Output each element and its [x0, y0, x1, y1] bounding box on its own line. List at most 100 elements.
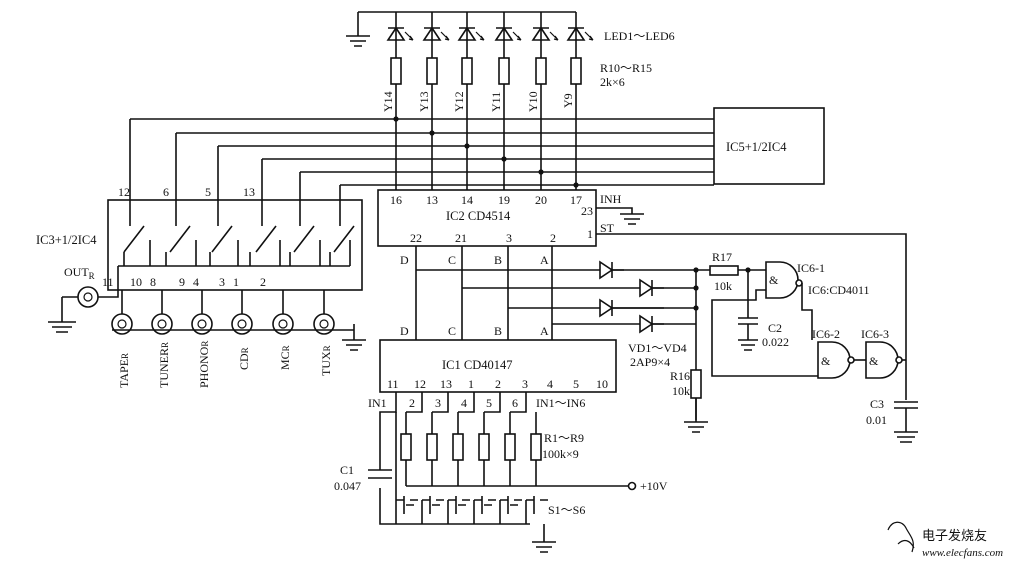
r-led-name: R10～R15: [600, 61, 652, 75]
vcc-label: +10V: [640, 479, 668, 493]
svg-text:&: &: [869, 354, 879, 368]
ic2-pin-19: 19: [498, 193, 510, 207]
watermark-logo-icon: [887, 521, 915, 553]
watermark: 电子发烧友 www.elecfans.com: [887, 521, 1003, 559]
in2-label: 2: [409, 396, 415, 410]
ic3-pin-13: 13: [243, 185, 255, 199]
input-mc: MCR: [278, 345, 292, 370]
switches-label: S1～S6: [548, 503, 585, 517]
r-led-value: 2k×6: [600, 75, 625, 89]
bus-top-c: C: [448, 253, 456, 267]
ic6-2-label: IC6-2: [812, 327, 840, 341]
input-phono: PHONOR: [197, 341, 211, 388]
ic2-pin-1: 1: [587, 227, 593, 241]
ic3-pin-1: 1: [233, 275, 239, 289]
ic1-label: IC1 CD40147: [442, 358, 513, 372]
led-resistors: [390, 57, 582, 85]
ic2-pin-13: 13: [426, 193, 438, 207]
ic1-pin-13: 13: [440, 377, 452, 391]
ic3-pin-11: 11: [102, 275, 114, 289]
input-jacks: TAPER TUNERR PHONOR CDR MCR TUXR: [111, 290, 366, 388]
ic3-pin-5: 5: [205, 185, 211, 199]
r16: R16 10k: [670, 369, 708, 433]
ic3-pin-9: 9: [179, 275, 185, 289]
watermark-cn: 电子发烧友: [922, 528, 987, 543]
ic3-pin-8: 8: [150, 275, 156, 289]
ic3-pin-4: 4: [193, 275, 199, 289]
r-in-value: 100k×9: [542, 447, 579, 461]
input-network: IN1 2 3 4 5 6 IN1～IN6 +10V R1～R9 100k×9 …: [334, 392, 668, 553]
ic1-pin-4: 4: [547, 377, 553, 391]
ic2-pin-3: 3: [506, 231, 512, 245]
r17-value: 10k: [714, 279, 732, 293]
y11-label: Y11: [489, 92, 503, 112]
ic1-pin-10: 10: [596, 377, 608, 391]
ic1-pin-1: 1: [468, 377, 474, 391]
ic3-switch-block: 12 6 5 13 IC3+1/2IC4 11 10 8 9 4 3 1 2: [36, 185, 363, 291]
c2-name: C2: [768, 321, 782, 335]
ic2-pin-21: 21: [455, 231, 467, 245]
ic1-chip: IC1 CD40147 11 12 13 1 2 3 4 5 10: [379, 339, 617, 393]
in4-label: 4: [461, 396, 467, 410]
ic1-pin-11: 11: [387, 377, 399, 391]
ic3-pin-6: 6: [163, 185, 169, 199]
ic3-pin-2: 2: [260, 275, 266, 289]
control-bus: [129, 116, 714, 200]
c3: C3 0.01: [866, 397, 918, 443]
led-2: [422, 26, 450, 41]
y13-label: Y13: [417, 91, 431, 112]
bus-bottom-a: A: [540, 324, 549, 338]
led-3: [457, 26, 485, 41]
input-tuner: TUNERR: [157, 342, 171, 388]
switch-array: S1～S6: [395, 496, 585, 553]
input-tux: TUXR: [319, 345, 333, 376]
ic6-gates: & IC6-1 IC6:CD4011 & IC6-2 & IC6-3: [711, 261, 906, 379]
out-label: OUTR: [64, 265, 95, 281]
ic6-part-label: IC6:CD4011: [808, 283, 870, 297]
r-in-name: R1～R9: [544, 431, 584, 445]
input-tape: TAPER: [117, 353, 131, 388]
y14-label: Y14: [381, 91, 395, 112]
r17-name: R17: [712, 250, 732, 264]
c1-name: C1: [340, 463, 354, 477]
r17-c2: R17 10k C2 0.022: [709, 250, 789, 351]
r16-value: 10k: [672, 384, 690, 398]
c3-name: C3: [870, 397, 884, 411]
ic1-pin-2: 2: [495, 377, 501, 391]
c1-value: 0.047: [334, 479, 361, 493]
y9-label: Y9: [561, 93, 575, 108]
led-array: LED1～LED6 R10～R15 2k×6 Y14 Y13 Y12 Y11 Y…: [346, 11, 675, 190]
svg-text:&: &: [769, 273, 779, 287]
output-jack: OUTR: [48, 265, 119, 333]
diodes-value: 2AP9×4: [630, 355, 670, 369]
in3-label: 3: [435, 396, 441, 410]
ic2-pin-16: 16: [390, 193, 402, 207]
ic3-pin-10: 10: [130, 275, 142, 289]
y10-label: Y10: [526, 91, 540, 112]
y-output-labels: Y14 Y13 Y12 Y11 Y10 Y9: [381, 91, 575, 112]
in6-label: 6: [512, 396, 518, 410]
in5-label: 5: [486, 396, 492, 410]
led-4: [494, 26, 522, 41]
ic5-box: IC5+1/2IC4: [713, 107, 825, 185]
ic1-pin-12: 12: [414, 377, 426, 391]
ic2-chip: IC2 CD4514 16 13 14 19 20 17 23 INH 1 ST…: [377, 189, 907, 400]
ic2-pin-22: 22: [410, 231, 422, 245]
ic2-st-label: ST: [600, 221, 615, 235]
c3-value: 0.01: [866, 413, 887, 427]
ground-symbol: [346, 35, 370, 47]
ic6-3-label: IC6-3: [861, 327, 889, 341]
led-5: [531, 26, 559, 41]
in1-label: IN1: [368, 396, 387, 410]
ic2-pin-23: 23: [581, 204, 593, 218]
ic2-pin-17: 17: [570, 193, 582, 207]
bus-bottom-c: C: [448, 324, 456, 338]
bus-top-a: A: [540, 253, 549, 267]
in-range-label: IN1～IN6: [536, 396, 585, 410]
led-label: LED1～LED6: [604, 29, 675, 43]
ic1-pin-3: 3: [522, 377, 528, 391]
ic1-pin-5: 5: [573, 377, 579, 391]
input-cd: CDR: [237, 347, 251, 370]
led-1: [386, 26, 414, 41]
